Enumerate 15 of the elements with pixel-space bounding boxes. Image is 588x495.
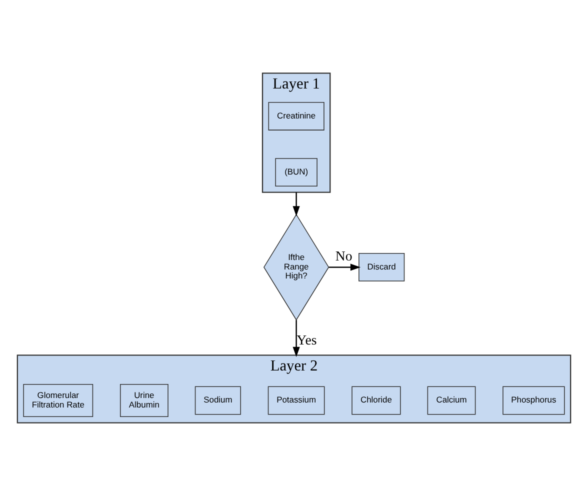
node-box: Calcium <box>427 386 476 414</box>
node-box: (BUN) <box>275 158 318 186</box>
node-box: Sodium <box>194 386 241 414</box>
arrow <box>292 320 300 357</box>
node-diamond: Ifthe Range High? <box>263 213 330 320</box>
node-box: Urine Albumin <box>120 383 168 417</box>
node-box: Discard <box>358 252 405 281</box>
node-box: Chloride <box>352 386 401 414</box>
node-box: Glomerular Filtration Rate <box>23 383 94 417</box>
arrow <box>328 263 361 270</box>
arrow <box>292 192 300 216</box>
node-box: Creatinine <box>268 102 324 130</box>
edge-label: No <box>335 248 352 264</box>
node-box: Phosphorus <box>502 386 565 414</box>
node-box: Potassium <box>268 386 325 414</box>
